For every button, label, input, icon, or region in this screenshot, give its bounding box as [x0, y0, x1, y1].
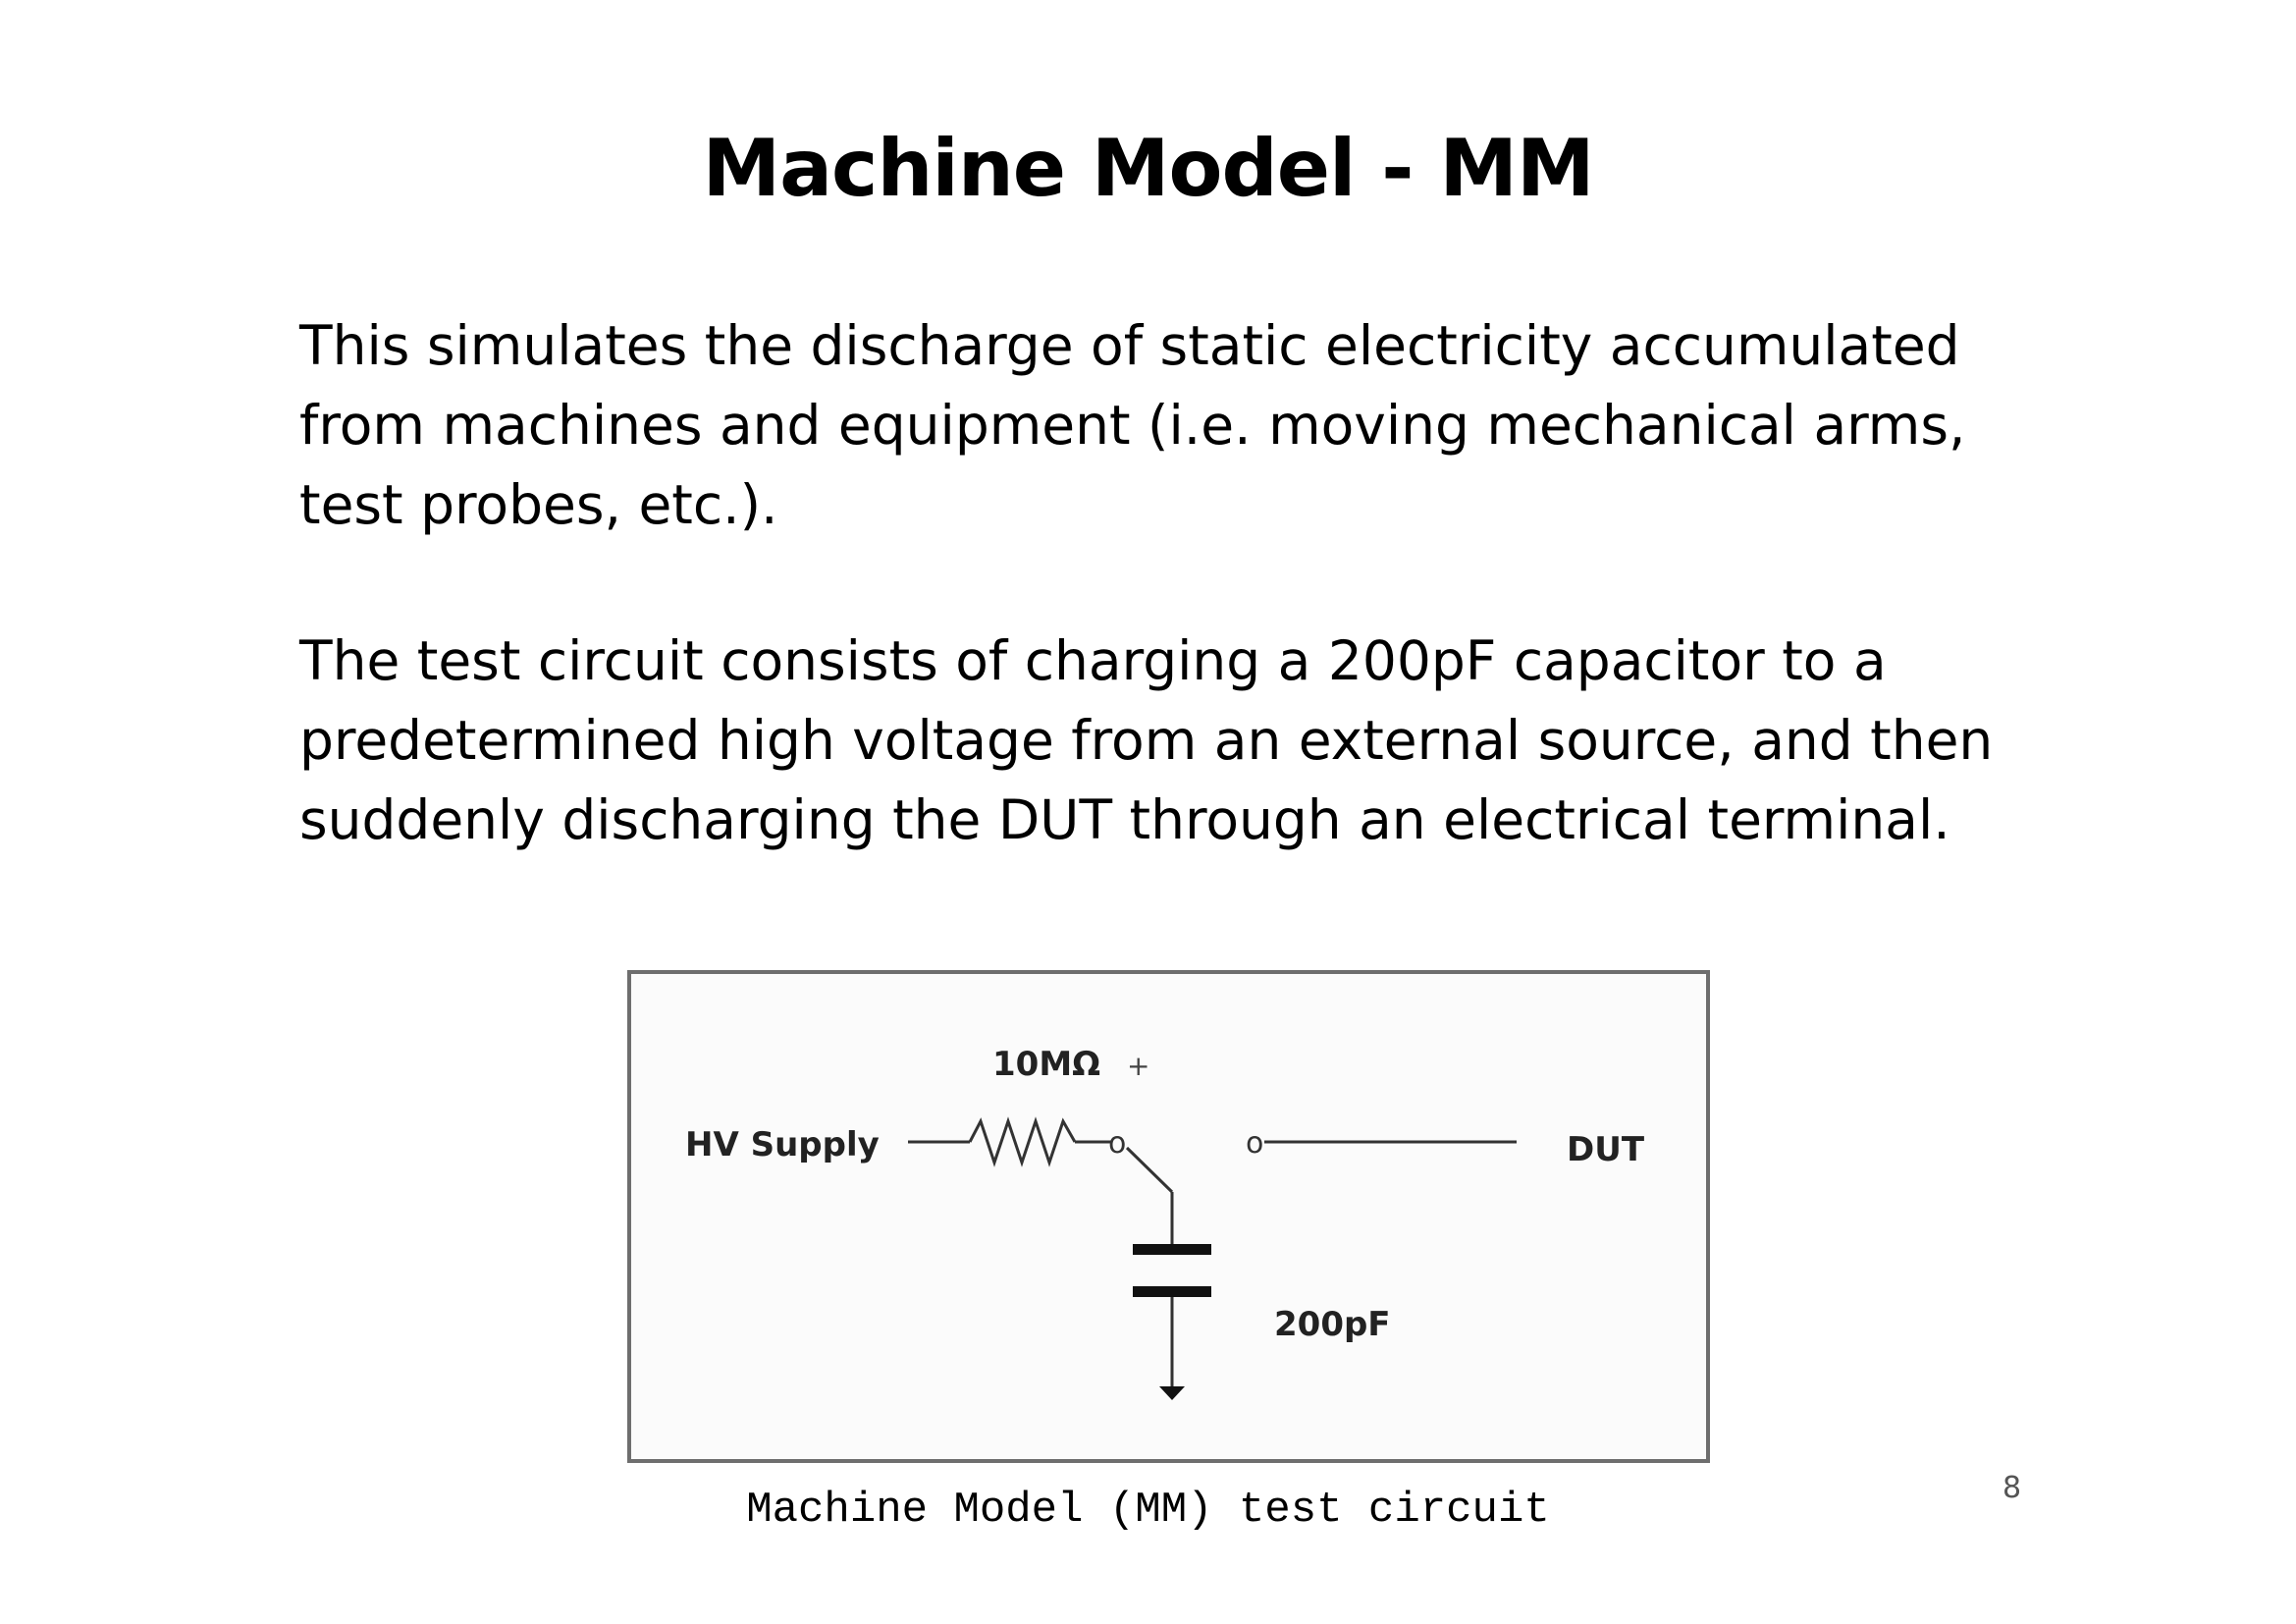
- hv-supply-label: HV Supply: [685, 1125, 880, 1164]
- switch-contact-left: o: [1108, 1126, 1126, 1161]
- paragraph-line: test probes, etc.).: [299, 473, 778, 536]
- paragraph-line: suddenly discharging the DUT through an …: [299, 788, 1950, 851]
- switch-arm: [1125, 1146, 1174, 1194]
- capacitor-plate-bottom: [1133, 1286, 1211, 1297]
- ground-icon: [1159, 1386, 1185, 1400]
- paragraph-line: predetermined high voltage from an exter…: [299, 709, 1994, 772]
- paragraph-discharge-simulation: This simulates the discharge of static e…: [299, 306, 2027, 545]
- dut-label: DUT: [1567, 1130, 1645, 1169]
- slide-title: Machine Model - MM: [702, 123, 1594, 214]
- resistor-label: 10MΩ: [992, 1045, 1100, 1084]
- resistor-symbol: [968, 1116, 1077, 1167]
- capacitor-label: 200pF: [1274, 1305, 1391, 1344]
- paragraph-line: This simulates the discharge of static e…: [299, 314, 1960, 377]
- paragraph-line: The test circuit consists of charging a …: [299, 629, 1887, 692]
- circuit-diagram-figure: 10MΩ + HV Supply DUT 200pF o o: [627, 970, 1710, 1463]
- page-number: 8: [2002, 1471, 2022, 1505]
- capacitor-plate-top: [1133, 1244, 1211, 1255]
- paragraph-test-circuit: The test circuit consists of charging a …: [299, 622, 2027, 860]
- figure-caption-text: Machine Model (MM) test circuit: [746, 1486, 1550, 1535]
- figure-caption: Machine Model (MM) test circuit: [0, 1483, 2296, 1538]
- circuit-diagram: 10MΩ + HV Supply DUT 200pF o o: [685, 1045, 1645, 1400]
- paragraph-line: from machines and equipment (i.e. moving…: [299, 394, 1966, 457]
- resistor-marker: +: [1127, 1050, 1149, 1082]
- switch-contact-right: o: [1246, 1126, 1263, 1161]
